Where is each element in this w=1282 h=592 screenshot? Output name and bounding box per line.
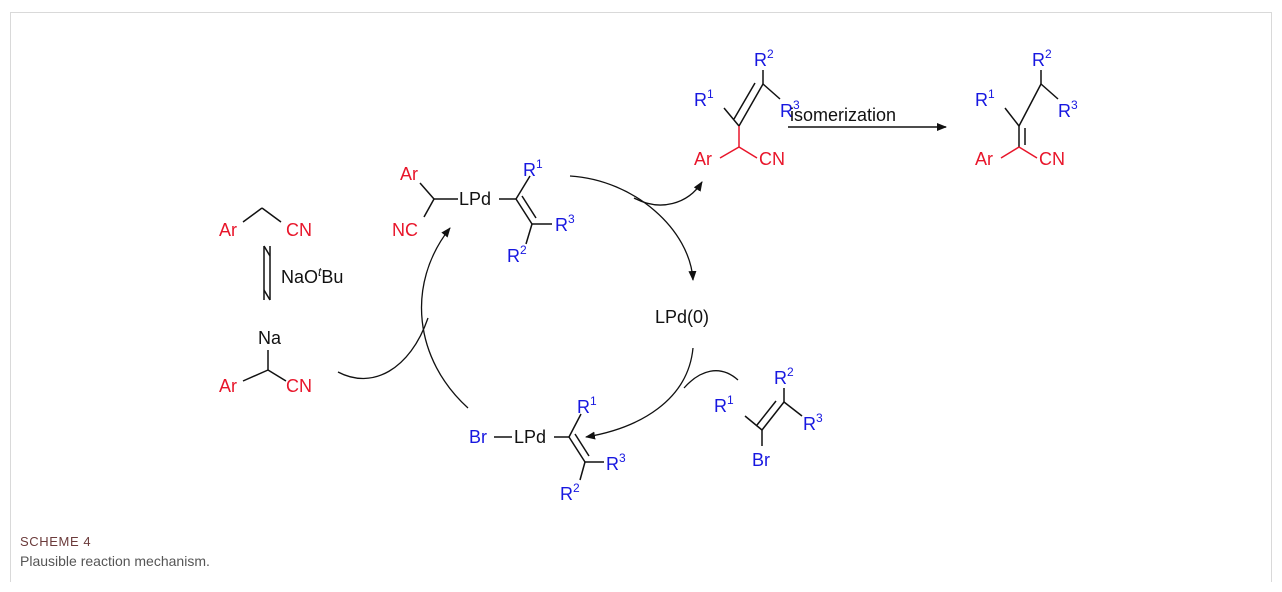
vinyl-bromide: R1 Br R2 R3 (714, 365, 823, 470)
svg-text:R1: R1 (577, 394, 597, 417)
svg-text:Ar: Ar (219, 376, 237, 396)
svg-text:R1: R1 (694, 87, 714, 110)
svg-text:Ar: Ar (400, 164, 418, 184)
isomerized-product: R1 R2 R3 Ar CN (975, 47, 1078, 169)
scheme-caption: Plausible reaction mechanism. (20, 553, 210, 569)
base-label: NaOtBu (281, 265, 343, 287)
svg-text:NC: NC (392, 220, 418, 240)
svg-text:R3: R3 (606, 451, 626, 474)
lpd0-label: LPd(0) (655, 307, 709, 327)
svg-text:R3: R3 (1058, 98, 1078, 121)
coupling-product: R1 R2 R3 Ar CN (694, 47, 800, 169)
arylacetonitrile: Ar CN (219, 207, 312, 240)
svg-text:R2: R2 (560, 481, 580, 504)
bromo-palladium-vinyl-complex: Br LPd R1 R3 R2 (469, 394, 626, 504)
isomerization-arrow: isomerization (788, 105, 947, 131)
figure-frame (10, 12, 1272, 582)
ar-label: Ar (219, 220, 237, 240)
aryl-palladium-vinyl-complex: Ar NC LPd R1 R3 R2 (392, 157, 575, 266)
svg-text:Br: Br (469, 427, 487, 447)
svg-text:R2: R2 (774, 365, 794, 388)
scheme-number: SCHEME 4 (20, 534, 92, 549)
lpd-label: LPd (459, 189, 491, 209)
svg-text:R2: R2 (754, 47, 774, 70)
svg-text:R3: R3 (803, 411, 823, 434)
na-label: Na (258, 328, 282, 348)
svg-text:Ar: Ar (694, 149, 712, 169)
svg-text:CN: CN (1039, 149, 1065, 169)
svg-text:R1: R1 (523, 157, 543, 180)
svg-text:Ar: Ar (975, 149, 993, 169)
svg-text:CN: CN (286, 376, 312, 396)
svg-text:R2: R2 (1032, 47, 1052, 70)
sodium-carbanion: Na Ar CN (219, 328, 312, 396)
equilibrium-arrows (263, 245, 271, 301)
catalytic-cycle (337, 175, 739, 440)
svg-text:LPd: LPd (514, 427, 546, 447)
cn-label: CN (286, 220, 312, 240)
isomerization-label: isomerization (790, 105, 896, 125)
svg-text:R3: R3 (555, 212, 575, 235)
svg-text:Br: Br (752, 450, 770, 470)
svg-text:R1: R1 (714, 393, 734, 416)
svg-text:R1: R1 (975, 87, 995, 110)
svg-text:R3: R3 (780, 98, 800, 121)
svg-text:R2: R2 (507, 243, 527, 266)
svg-text:CN: CN (759, 149, 785, 169)
